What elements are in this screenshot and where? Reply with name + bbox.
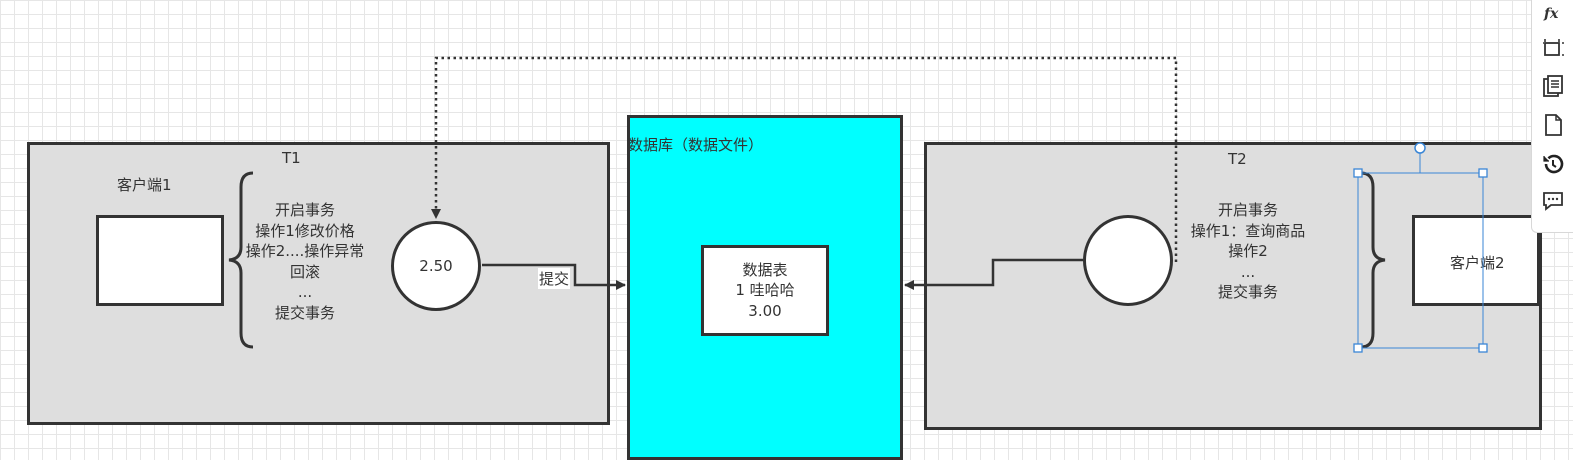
function-icon[interactable]: fx [1540, 0, 1566, 26]
data-table-box[interactable]: 数据表 1 哇哈哈 3.00 [701, 245, 829, 336]
t2-step: ... [1240, 262, 1256, 281]
t2-step: 操作2 [1228, 242, 1268, 260]
selection-outline [1357, 172, 1484, 349]
t1-step: 提交事务 [274, 303, 335, 322]
t1-left-brace [228, 171, 254, 349]
commit-label: 提交 [538, 268, 571, 289]
copy-pages-icon[interactable] [1540, 73, 1566, 99]
t2-step: 开启事务 [1217, 201, 1278, 219]
dotted-arrow [431, 56, 1178, 262]
t2-title: T2 [1228, 150, 1247, 168]
t2-steps-text: 开启事务 操作1：查询商品 操作2 ... 提交事务 [1178, 200, 1318, 303]
resize-handle [1478, 343, 1488, 353]
client1-box[interactable] [96, 215, 224, 306]
t2-right-brace [1360, 171, 1386, 349]
t2-to-database-arrow [904, 258, 1083, 290]
client2-box[interactable] [1412, 215, 1540, 306]
t1-value-circle[interactable]: 2.50 [391, 221, 481, 311]
t2-circle[interactable] [1083, 215, 1173, 306]
t1-steps-text: 开启事务 操作1修改价格 操作2....操作异常 回滚 ... 提交事务 [235, 200, 375, 323]
table-line: 1 哇哈哈 [735, 281, 795, 300]
t1-step: 开启事务 [274, 201, 335, 219]
blank-page-icon[interactable] [1540, 112, 1566, 138]
t1-step: 操作2....操作异常 [245, 242, 365, 260]
resize-handle [1353, 343, 1363, 353]
client1-label: 客户端1 [117, 176, 172, 194]
t1-step: 回滚 [289, 262, 320, 281]
t1-title: T1 [282, 149, 301, 167]
client2-label: 客户端2 [1450, 254, 1505, 272]
resize-handle [1478, 168, 1488, 178]
resize-icon[interactable] [1540, 35, 1566, 61]
t2-step: 操作1：查询商品 [1190, 221, 1306, 240]
svg-text:fx: fx [1543, 6, 1559, 22]
rotate-handle [1414, 142, 1426, 154]
table-line: 数据表 [742, 260, 788, 279]
right-toolbar: fx [1531, 0, 1573, 233]
t1-step: ... [297, 283, 313, 301]
t2-step: 提交事务 [1217, 283, 1278, 301]
database-title: 数据库（数据文件） [628, 136, 764, 154]
resize-handle [1353, 168, 1363, 178]
comment-icon[interactable] [1540, 188, 1566, 214]
t1-step: 操作1修改价格 [255, 221, 355, 240]
history-icon[interactable] [1540, 151, 1566, 177]
t1-value-label: 2.50 [419, 257, 453, 275]
commit-arrow [482, 263, 626, 290]
table-line: 3.00 [748, 301, 782, 320]
